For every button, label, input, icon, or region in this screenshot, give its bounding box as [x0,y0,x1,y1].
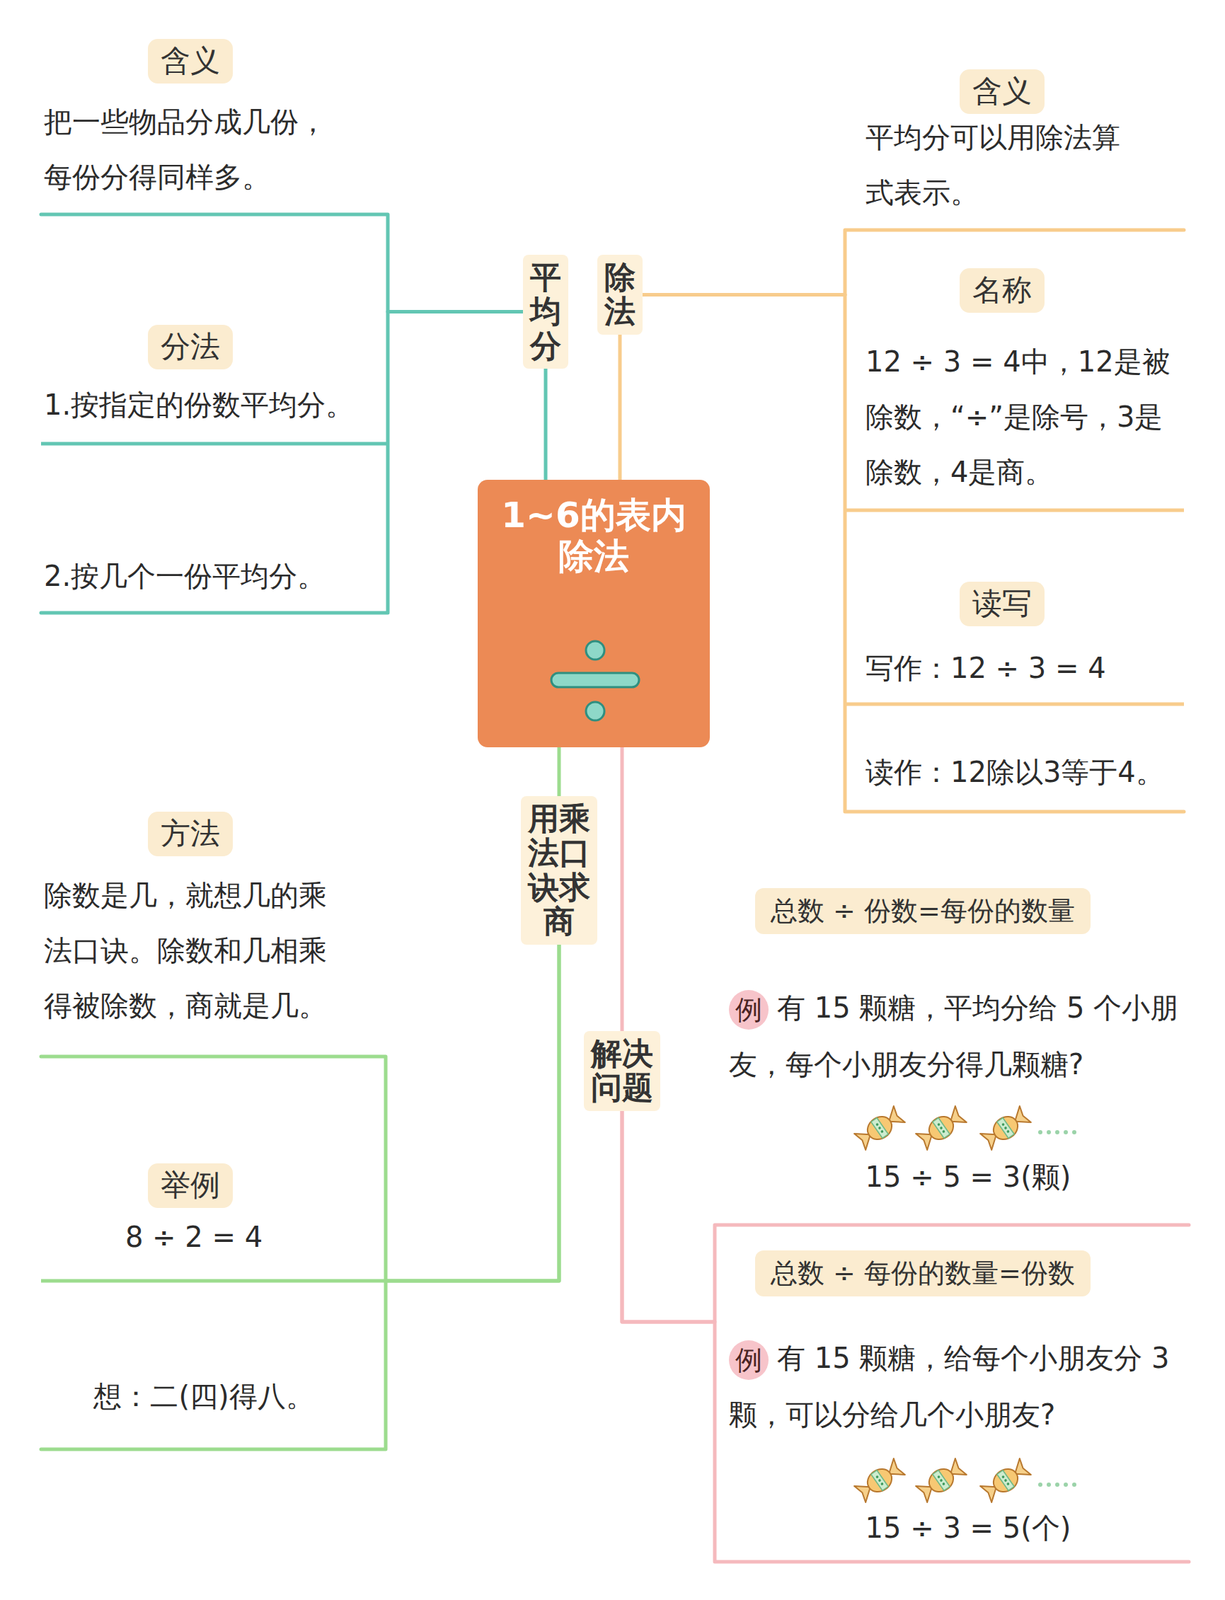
branch-connector [642,229,1184,295]
branch-connector [622,1111,1189,1562]
text-group: 把一些物品分成几份，每份分得同样多。 [43,94,342,205]
heading-tag: 名称 [959,268,1045,313]
branch-connector [618,334,623,480]
separator-line [844,702,1184,707]
formula-tag: 总数 ÷ 份数=每份的数量 [755,888,1091,935]
heading-tag: 含义 [147,38,233,84]
topic-box: 含义把一些物品分成几份，每份分得同样多。 [41,35,388,215]
formula-text: 8 ÷ 2 = 4 [87,1215,301,1259]
branch-connector [41,214,523,313]
text-group: 方法 [147,811,233,857]
body-text: 除数是几，就想几的乘法口诀。除数和几相乘得被除数，商就是几。 [43,867,342,1034]
text-group: 总数 ÷ 份数=每份的数量 [755,888,1091,935]
text-group: 15 ÷ 3 = 5(个) [854,1506,1082,1550]
formula-tag: 总数 ÷ 每份的数量=份数 [755,1250,1091,1297]
text-group: 1.按指定的份数平均分。 [43,377,354,433]
formula-text: 想：二(四)得八。 [62,1375,346,1418]
heading-tag: 含义 [959,69,1045,114]
example-badge: 例 [728,1340,769,1380]
text-group: 15 ÷ 5 = 3(颗) [854,1155,1082,1199]
branch-connector [642,294,1184,812]
symbol-dot [585,702,605,721]
text-group: 平均分可以用除法算式表示。 [865,109,1142,221]
body-text: 2.按几个一份平均分。 [43,548,326,604]
branch-label: 平均分 [522,254,569,369]
heading-tag: 举例 [147,1163,233,1209]
heading-tag: 读写 [959,581,1045,627]
branch-text: 除法 [604,260,636,330]
body-text: 平均分可以用除法算式表示。 [865,109,1142,221]
text-group: 用乘法口诀求商 [527,801,591,940]
branch-label: 用乘法口诀求商 [520,796,598,945]
body-text: 把一些物品分成几份，每份分得同样多。 [43,94,342,205]
text-group: 例有 15 颗糖，给每个小朋友分 3 颗，可以分给几个小朋友? [728,1329,1182,1443]
branch-connector [544,368,548,480]
text-group: 读作：12除以3等于4。 [865,744,1165,800]
topic-box: 名称 12 ÷ 3 = 4中，12是被除数，“÷”是除号，3是除数，4是商。 [844,229,1184,511]
text-group: 写作：12 ÷ 3 = 4 [865,640,1107,696]
formula-text: 15 ÷ 3 = 5(个) [854,1506,1082,1550]
symbol-dot [585,641,605,660]
candy-illustration [854,1105,1077,1151]
branch-connector [622,1111,1189,1322]
separator-line [41,442,388,446]
topic-title: 1~6的表内除法 [487,495,700,577]
body-text: 读作：12除以3等于4。 [865,744,1165,800]
body-text: 写作：12 ÷ 3 = 4 [865,640,1107,696]
central-topic: 1~6的表内除法 [477,479,710,748]
topic-box: 方法除数是几，就想几的乘法口诀。除数和几相乘得被除数，商就是几。 [41,806,386,1057]
example-box: 总数 ÷ 份数=每份的数量例有 15 颗糖，平均分给 5 个小朋友，每个小朋友分… [714,877,1189,1225]
text-group: 含义 [147,38,233,84]
topic-box: 含义平均分可以用除法算式表示。 [844,56,1184,230]
text-group: 名称 [959,268,1045,313]
text-group: 总数 ÷ 每份的数量=份数 [755,1250,1091,1297]
symbol-bar [551,673,640,688]
body-text: 有 15 颗糖，给每个小朋友分 3 颗，可以分给几个小朋友? [728,1341,1170,1431]
text-group: 平均分 [530,260,562,364]
heading-tag: 分法 [147,324,233,370]
separator-line [41,1279,386,1284]
branch-connector [620,747,625,1032]
topic-box: 读写写作：12 ÷ 3 = 4 读作：12除以3等于4。 [844,510,1184,812]
body-text: 有 15 颗糖，平均分给 5 个小朋友，每个小朋友分得几颗糖? [728,991,1179,1081]
text-group: 解决问题 [590,1036,654,1106]
body-text: 1.按指定的份数平均分。 [43,377,354,433]
text-group: 想：二(四)得八。 [62,1375,346,1418]
example-badge: 例 [728,990,769,1030]
branch-label: 解决问题 [583,1031,661,1112]
text-group: 例有 15 颗糖，平均分给 5 个小朋友，每个小朋友分得几颗糖? [728,979,1182,1093]
text-group: 举例 [147,1163,233,1209]
text-group: 1~6的表内除法 [487,495,700,577]
branch-connector [557,747,562,797]
heading-tag: 方法 [147,811,233,857]
branch-text: 平均分 [530,260,562,364]
text-group: 除数是几，就想几的乘法口诀。除数和几相乘得被除数，商就是几。 [43,867,342,1034]
text-group: 12 ÷ 3 = 4中，12是被除数，“÷”是除号，3是除数，4是商。 [865,334,1184,500]
candy-illustration [854,1457,1077,1504]
branch-label: 除法 [597,254,643,335]
topic-box: 分法 1.按指定的份数平均分。 2.按几个一份平均分。 [41,214,388,613]
text-group: 8 ÷ 2 = 4 [87,1215,301,1259]
branch-connector [41,312,523,613]
topic-box: 举例 8 ÷ 2 = 4 想：二(四)得八。 [41,1056,386,1450]
text-group: 分法 [147,324,233,370]
branch-text: 用乘法口诀求商 [527,801,591,940]
text-group: 含义 [959,69,1045,114]
branch-text: 解决问题 [590,1036,654,1106]
body-text: 12 ÷ 3 = 4中，12是被除数，“÷”是除号，3是除数，4是商。 [865,334,1184,500]
text-group: 读写 [959,581,1045,627]
formula-text: 15 ÷ 5 = 3(颗) [854,1155,1082,1199]
example-box: 总数 ÷ 每份的数量=份数例有 15 颗糖，给每个小朋友分 3 颗，可以分给几个… [714,1225,1189,1562]
separator-line [844,508,1184,513]
text-group: 除法 [604,260,636,330]
text-group: 2.按几个一份平均分。 [43,548,326,604]
